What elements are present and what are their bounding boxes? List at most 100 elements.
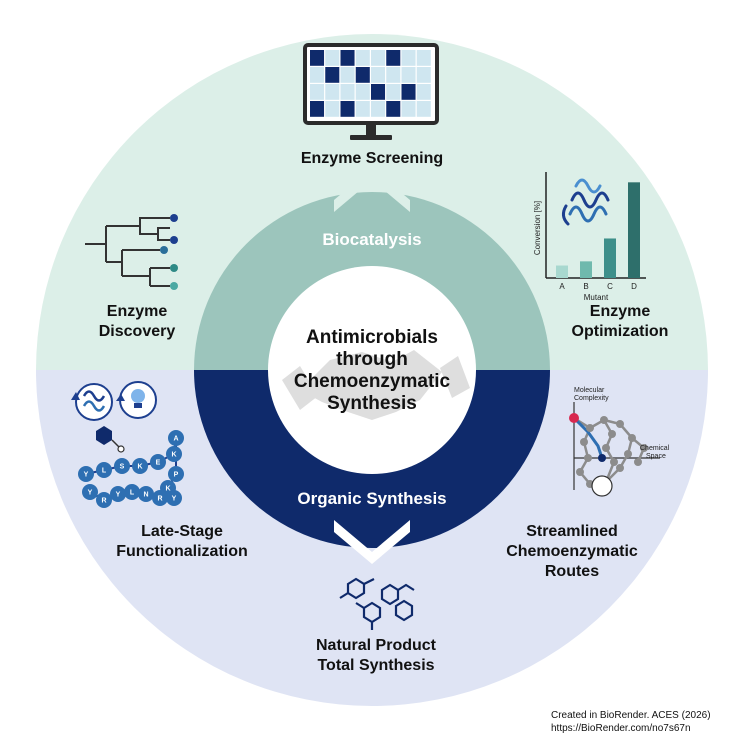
peptide-residue-label: N bbox=[143, 492, 148, 499]
peptide-residue bbox=[96, 462, 112, 478]
plot-y-label-1: Molecular bbox=[574, 387, 605, 394]
peptide-residue-label: Y bbox=[84, 472, 89, 479]
label-streamlined-2: Chemoenzymatic bbox=[506, 543, 638, 560]
tree-leaf-dots bbox=[160, 214, 178, 290]
peptide-residue bbox=[166, 446, 182, 462]
plot-x-label-2: Space bbox=[646, 453, 666, 460]
monitor-icon bbox=[303, 43, 439, 140]
screen-cell bbox=[386, 84, 401, 100]
label-streamlined-1: Streamlined bbox=[526, 523, 618, 540]
label-late-stage-2: Functionalization bbox=[116, 543, 248, 560]
screen-cell bbox=[340, 67, 355, 83]
peptide-residue bbox=[132, 458, 148, 474]
peptide-residue bbox=[114, 458, 130, 474]
peptide-residue bbox=[168, 466, 184, 482]
screen-cell bbox=[371, 50, 386, 66]
peptide-residue-label: R bbox=[101, 498, 106, 505]
label-late-stage-1: Late-Stage bbox=[141, 523, 223, 540]
lightbulb-icon bbox=[116, 381, 157, 419]
screen-cell bbox=[386, 50, 401, 66]
ring-label-organic-synthesis: Organic Synthesis bbox=[297, 489, 446, 508]
chart-bar-a bbox=[556, 265, 568, 278]
peptide-residue bbox=[166, 490, 182, 506]
screen-cell bbox=[310, 101, 325, 117]
credit-line-2: https://BioRender.com/no7s67n bbox=[551, 723, 691, 734]
peptide-residue bbox=[124, 484, 140, 500]
screen-cell bbox=[325, 84, 340, 100]
peptide-residue bbox=[150, 454, 166, 470]
ring-label-biocatalysis: Biocatalysis bbox=[322, 230, 421, 249]
chart-bar-c bbox=[604, 238, 616, 278]
screen-cell bbox=[355, 50, 370, 66]
label-enzyme-optimization-2: Optimization bbox=[572, 323, 669, 340]
peptide-residue bbox=[96, 492, 112, 508]
plot-y-label-2: Complexity bbox=[574, 395, 609, 402]
screen-cell bbox=[416, 101, 431, 117]
peptide-residue-label: K bbox=[171, 452, 176, 459]
screen-cell bbox=[310, 50, 325, 66]
peptide-residue-label: P bbox=[174, 472, 179, 479]
chart-x-label: Mutant bbox=[584, 293, 609, 302]
label-enzyme-optimization-1: Enzyme bbox=[590, 303, 651, 320]
peptide-residue-label: Y bbox=[116, 492, 121, 499]
screen-cell bbox=[416, 84, 431, 100]
credit-line-1: Created in BioRender. ACES (2026) bbox=[551, 710, 711, 721]
label-enzyme-discovery-1: Enzyme bbox=[107, 303, 168, 320]
peptide-residue-label: E bbox=[156, 460, 161, 467]
screen-cell bbox=[355, 101, 370, 117]
hexagon-group-icon bbox=[96, 426, 112, 445]
peptide-residue-label: A bbox=[173, 436, 178, 443]
peptide-residue-label: K bbox=[137, 464, 142, 471]
peptide-residue bbox=[82, 484, 98, 500]
peptide-residue-label: S bbox=[120, 464, 125, 471]
screen-cell bbox=[355, 67, 370, 83]
molecule-badge bbox=[591, 475, 613, 497]
peptide-residue bbox=[78, 466, 94, 482]
screen-cell bbox=[371, 84, 386, 100]
label-enzyme-discovery-2: Discovery bbox=[99, 323, 176, 340]
chevron-up-icon bbox=[334, 168, 410, 212]
screen-cell bbox=[416, 67, 431, 83]
center-title-line-1: Antimicrobials bbox=[306, 327, 438, 348]
screen-cell bbox=[416, 50, 431, 66]
screen-cell bbox=[310, 67, 325, 83]
label-natural-product-2: Total Synthesis bbox=[317, 657, 434, 674]
handshake-icon bbox=[282, 350, 470, 420]
screen-cell bbox=[401, 50, 416, 66]
label-enzyme-screening: Enzyme Screening bbox=[301, 150, 443, 167]
label-streamlined-3: Routes bbox=[545, 563, 599, 580]
linker-node bbox=[117, 445, 125, 453]
chart-tick-label: C bbox=[607, 282, 613, 291]
screen-cell bbox=[401, 84, 416, 100]
screen-cell bbox=[371, 67, 386, 83]
screen-cell bbox=[325, 50, 340, 66]
peptide-residue bbox=[168, 430, 184, 446]
peptide-residue-label: K bbox=[165, 486, 170, 493]
peptide-residue bbox=[152, 490, 168, 506]
screen-cell bbox=[325, 67, 340, 83]
peptide-residue-label: Y bbox=[172, 496, 177, 503]
chart-tick-label: A bbox=[559, 282, 565, 291]
protein-structure-icon bbox=[561, 178, 610, 226]
recycle-protein-icon bbox=[71, 383, 113, 421]
screen-cell bbox=[340, 101, 355, 117]
center-disc bbox=[268, 266, 476, 474]
chart-tick-label: B bbox=[583, 282, 588, 291]
screen-cell bbox=[340, 84, 355, 100]
complexity-network: Molecular Complexity Chemical Space bbox=[569, 387, 670, 497]
screen-cell bbox=[371, 101, 386, 117]
screen-cell bbox=[401, 67, 416, 83]
phylogenetic-tree-icon bbox=[85, 217, 170, 287]
screen-cell bbox=[355, 84, 370, 100]
peptide-residue bbox=[110, 486, 126, 502]
chart-bar-d bbox=[628, 182, 640, 278]
screen-cell bbox=[340, 50, 355, 66]
screen-cell bbox=[386, 67, 401, 83]
end-node bbox=[598, 454, 606, 462]
label-natural-product-1: Natural Product bbox=[316, 637, 437, 654]
chevron-down-icon bbox=[334, 520, 410, 564]
plot-x-label-1: Chemical bbox=[640, 445, 670, 452]
